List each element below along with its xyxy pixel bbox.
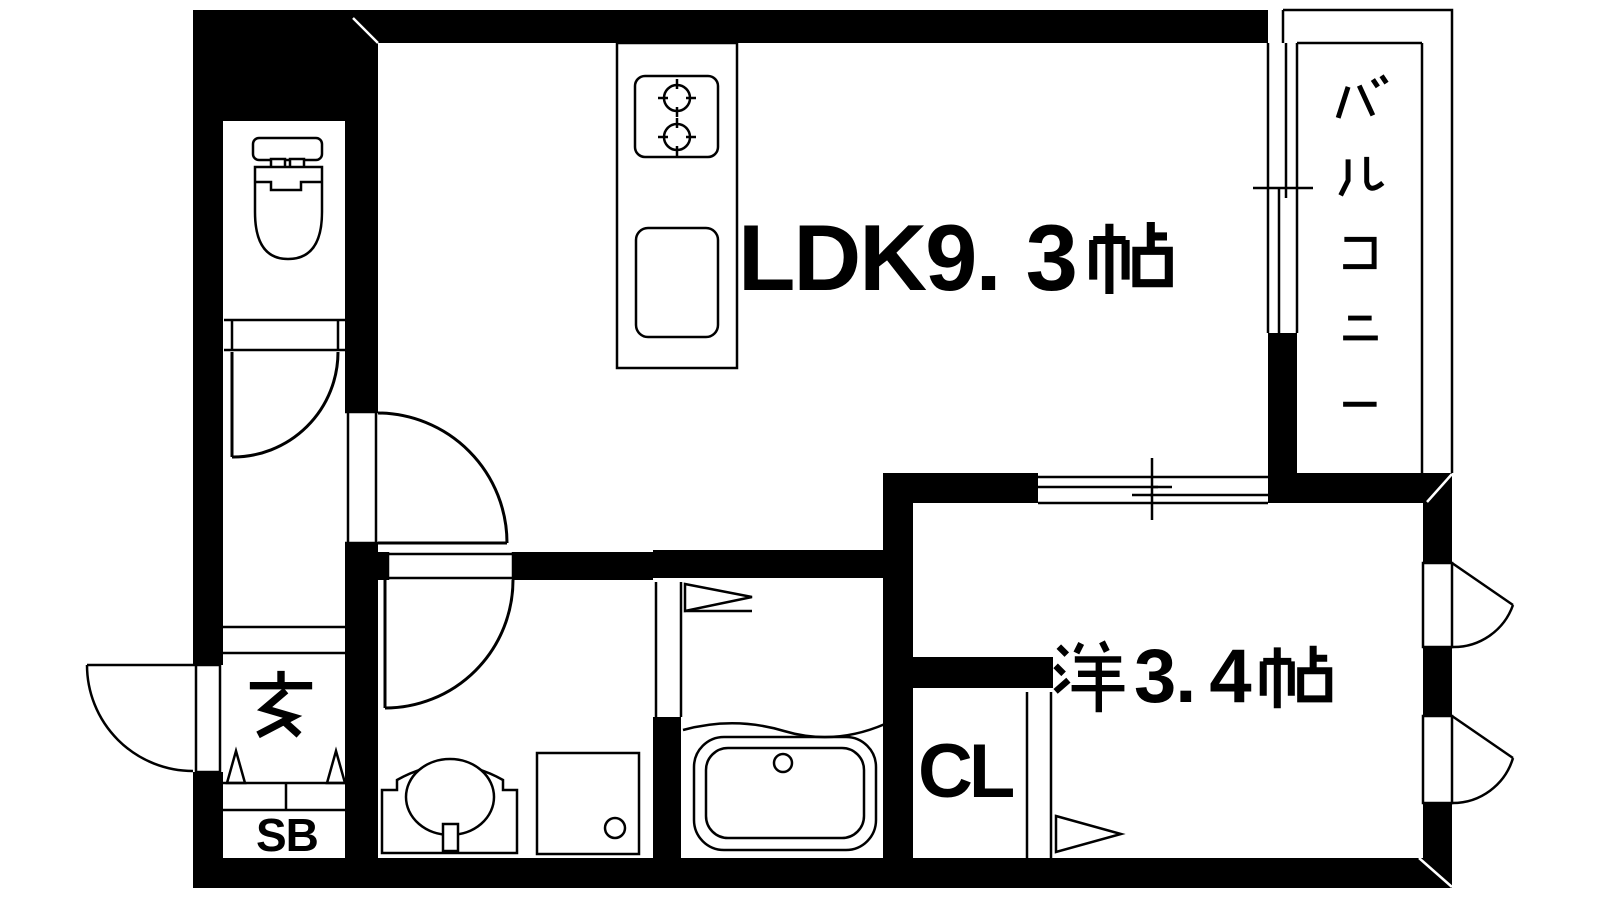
ru-kana-glyph: [1327, 147, 1389, 209]
washing-machine-pan: [535, 751, 641, 856]
stopper-triangle-right: [325, 746, 347, 785]
wall-east-1: [1423, 503, 1452, 563]
gen-kanji-glyph: [240, 666, 322, 748]
balcony-label: [1327, 72, 1389, 434]
washroom-door-arc: [384, 579, 515, 710]
wall-washroom-north-east: [513, 552, 653, 580]
toilet: [251, 136, 324, 261]
wall-bathroom-west-lower: [653, 717, 681, 858]
ldk-door-arc: [377, 411, 509, 544]
ko-kana-glyph: [1327, 222, 1389, 284]
wall-bottom: [193, 858, 1452, 888]
closet-label: CL: [918, 729, 1015, 814]
closet-sliding-door: [1025, 692, 1126, 858]
toilet-seat-line: [255, 180, 322, 192]
ldk-room-label: LDK9. 3: [738, 210, 1176, 306]
bathtub-drain: [772, 752, 794, 774]
washbasin-faucet: [441, 822, 460, 853]
wall-ldk-south-west: [883, 473, 1038, 503]
sliding-door-tick: [1132, 458, 1172, 520]
entrance-label: [240, 666, 322, 748]
ldk-door: [345, 410, 509, 545]
toilet-door-arc: [231, 351, 340, 459]
step-lines: [223, 625, 345, 655]
entrance-step: [223, 625, 347, 812]
shoe-box-label: SB: [256, 809, 319, 861]
yo-kanji-glyph: [1046, 637, 1126, 717]
bathroom-door-arrow: [683, 582, 753, 613]
shoe-box-outline: [223, 781, 345, 812]
wall-balcony-west-lower: [1268, 333, 1297, 473]
wall-bathroom-north: [653, 550, 885, 578]
drain-circle: [603, 816, 627, 840]
burner-2-ticks: [658, 118, 696, 156]
balcony-sliding-window: [1253, 43, 1313, 333]
wall-east-2: [1423, 647, 1452, 716]
western-room-label: 3. 4: [1040, 636, 1335, 718]
ldk-label-num: 3: [1025, 205, 1078, 310]
casement-window-lower: [1421, 714, 1515, 805]
western-label-num2: 4: [1209, 634, 1251, 719]
ni-kana-glyph: [1327, 297, 1389, 359]
washbasin: [380, 757, 519, 855]
wall-washroom-north-stub: [378, 552, 388, 580]
wall-center-south: [883, 473, 913, 858]
bathroom-folding-door: [653, 580, 753, 717]
wall-ldk-south-east: [1268, 473, 1452, 503]
wall-corridor-east-lower: [345, 543, 378, 858]
room-sliding-door: [1038, 458, 1268, 520]
ba-kana-glyph: [1327, 72, 1389, 134]
entrance-door-leaf: [194, 663, 222, 774]
entrance-door: [85, 663, 223, 774]
long-vowel-glyph: [1327, 372, 1389, 434]
toilet-door: [224, 318, 345, 459]
toilet-tank: [251, 136, 324, 162]
bath-counter-edge: [682, 722, 886, 739]
bathtub-outer: [692, 735, 878, 852]
balcony-outline: [1281, 8, 1454, 473]
wall-closet-north: [913, 657, 1053, 688]
bathtub: [682, 722, 886, 852]
wall-miter-lines: [352, 17, 1453, 888]
bathtub-inner: [704, 746, 866, 840]
jo-unit-glyph: [1086, 213, 1176, 303]
kitchen-sink: [634, 226, 720, 339]
entrance-door-arc: [85, 664, 194, 773]
western-label-num1: 3.: [1134, 634, 1196, 719]
washroom-door: [383, 552, 515, 710]
closet-door-arrow: [1054, 814, 1126, 854]
jo-unit-glyph: [1257, 638, 1335, 716]
burner-1-ticks: [658, 79, 696, 117]
walls: [193, 10, 1452, 888]
kitchen-counter: [615, 41, 739, 370]
stopper-triangle-left: [225, 746, 247, 785]
wall-east-3: [1423, 803, 1452, 858]
ldk-label-text: LDK9.: [738, 205, 1002, 310]
wall-corridor-east-upper: [345, 10, 378, 412]
casement-window-upper: [1421, 561, 1515, 649]
wall-left-upper: [193, 10, 223, 665]
